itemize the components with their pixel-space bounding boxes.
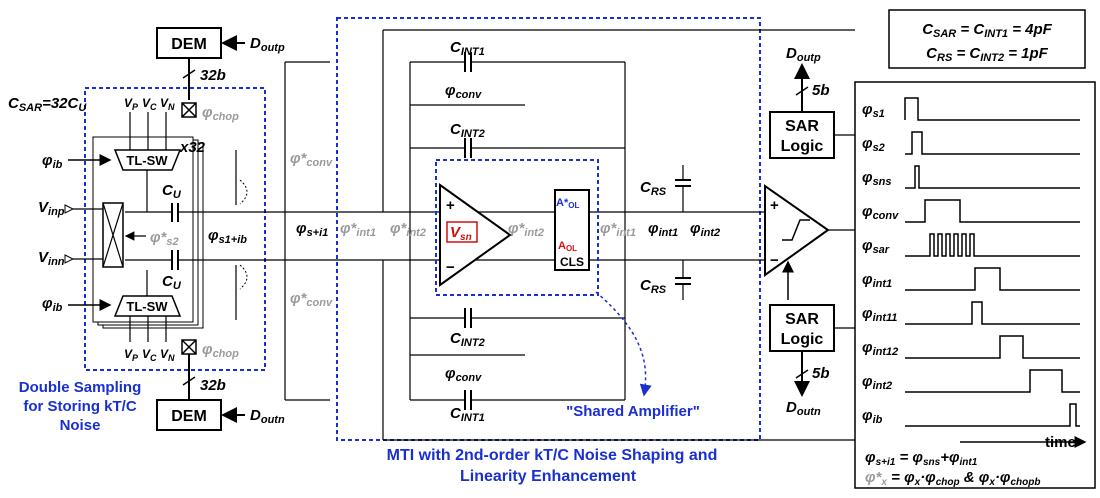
svg-text:A*OL: A*OL xyxy=(556,197,579,210)
svg-text:5b: 5b xyxy=(812,365,830,382)
timing-wave-6 xyxy=(905,301,1080,325)
svg-text:5b: 5b xyxy=(812,82,830,99)
svg-text:φ*int1: φ*int1 xyxy=(600,220,636,239)
svg-text:VC: VC xyxy=(142,347,157,363)
svg-text:+: + xyxy=(446,197,455,214)
shared-amplifier-box xyxy=(435,159,599,296)
svg-text:Doutn: Doutn xyxy=(250,407,285,426)
svg-text:Noise: Noise xyxy=(60,417,101,434)
tl-sw-top xyxy=(113,149,182,171)
svg-text:CLS: CLS xyxy=(560,255,584,269)
shared-amplifier-label: "Shared Amplifier" xyxy=(566,403,700,420)
svg-text:VC: VC xyxy=(142,96,157,112)
svg-text:Doutp: Doutp xyxy=(250,35,285,54)
svg-text:φ*conv: φ*conv xyxy=(290,150,333,169)
svg-text:Doutp: Doutp xyxy=(786,45,821,64)
svg-text:φ*int1: φ*int1 xyxy=(340,220,376,239)
timing-wave-0 xyxy=(904,97,1080,121)
svg-text:SAR: SAR xyxy=(785,118,819,135)
svg-text:φconv: φconv xyxy=(445,365,482,384)
svg-text:VN: VN xyxy=(160,347,175,363)
cls-block xyxy=(554,189,590,271)
svg-text:φs1+ib: φs1+ib xyxy=(208,227,247,246)
timing-diagram: φs1φs2φsnsφconvφsarφint1φint11φint12φint… xyxy=(862,97,1080,427)
svg-text:DEM: DEM xyxy=(171,408,207,425)
dem-bottom-block xyxy=(156,399,222,431)
svg-text:−: − xyxy=(446,259,455,276)
svg-text:φchop: φchop xyxy=(202,104,239,123)
svg-text:time: time xyxy=(1045,434,1076,451)
svg-text:CINT2: CINT2 xyxy=(450,121,485,140)
svg-text:for Storing kT/C: for Storing kT/C xyxy=(23,398,136,415)
svg-text:SAR: SAR xyxy=(785,311,819,328)
svg-text:Vinp: Vinp xyxy=(38,199,65,218)
svg-text:φint1: φint1 xyxy=(648,220,678,239)
equations-box xyxy=(888,9,1086,69)
timing-wave-4 xyxy=(905,233,1080,257)
svg-text:Logic: Logic xyxy=(781,331,824,348)
svg-text:VP: VP xyxy=(124,96,139,112)
timing-wave-1 xyxy=(905,131,1080,155)
svg-text:CRS: CRS xyxy=(640,179,667,198)
svg-text:CINT2: CINT2 xyxy=(450,330,485,349)
svg-text:Linearity Enhancement: Linearity Enhancement xyxy=(460,468,637,485)
equation-line2: CRS = CINT2 = 1pF xyxy=(926,45,1049,64)
svg-text:φchop: φchop xyxy=(202,341,239,360)
svg-text:CINT1: CINT1 xyxy=(450,39,485,58)
timing-wave-3 xyxy=(905,199,1080,223)
svg-text:φs+i1: φs+i1 xyxy=(296,220,328,239)
timing-eq2: φ*x = φx·φchop & φx·φchopb xyxy=(865,469,1041,488)
svg-text:φ*int2: φ*int2 xyxy=(508,220,544,239)
timing-wave-5 xyxy=(905,267,1080,291)
svg-text:TL-SW: TL-SW xyxy=(126,299,168,314)
svg-text:φ*conv: φ*conv xyxy=(290,290,333,309)
svg-text:Vinn: Vinn xyxy=(38,249,65,268)
tl-sw-bottom xyxy=(113,295,182,317)
svg-text:φib: φib xyxy=(42,295,63,314)
timing-wave-8 xyxy=(905,369,1080,393)
svg-text:−: − xyxy=(770,252,779,269)
timing-wave-7 xyxy=(905,335,1080,359)
svg-text:φ*int2: φ*int2 xyxy=(390,220,426,239)
svg-text:32b: 32b xyxy=(200,377,226,394)
svg-text:Doutn: Doutn xyxy=(786,399,821,418)
svg-text:+: + xyxy=(770,197,779,214)
caption-double-sampling: Double Sampling xyxy=(19,379,142,396)
svg-text:CINT1: CINT1 xyxy=(450,405,485,424)
svg-text:VP: VP xyxy=(124,347,139,363)
svg-text:CRS: CRS xyxy=(640,277,667,296)
svg-text:MTI with 2nd-order kT/C Noise: MTI with 2nd-order kT/C Noise Shaping an… xyxy=(387,447,718,464)
x32-label: x32 xyxy=(179,139,206,156)
svg-text:VN: VN xyxy=(160,96,175,112)
mti-box xyxy=(336,17,761,441)
svg-text:Logic: Logic xyxy=(781,138,824,155)
svg-text:AOL: AOL xyxy=(558,240,577,253)
timing-wave-9 xyxy=(905,403,1080,427)
svg-text:φconv: φconv xyxy=(445,82,482,101)
timing-wave-2 xyxy=(905,165,1080,189)
svg-text:φint2: φint2 xyxy=(690,220,720,239)
svg-text:φib: φib xyxy=(42,152,63,171)
dem-top-label: DEM xyxy=(171,36,207,53)
svg-text:TL-SW: TL-SW xyxy=(126,153,168,168)
bits-top-label: 32b xyxy=(200,67,226,84)
svg-text:CSAR=32CU: CSAR=32CU xyxy=(8,95,87,114)
